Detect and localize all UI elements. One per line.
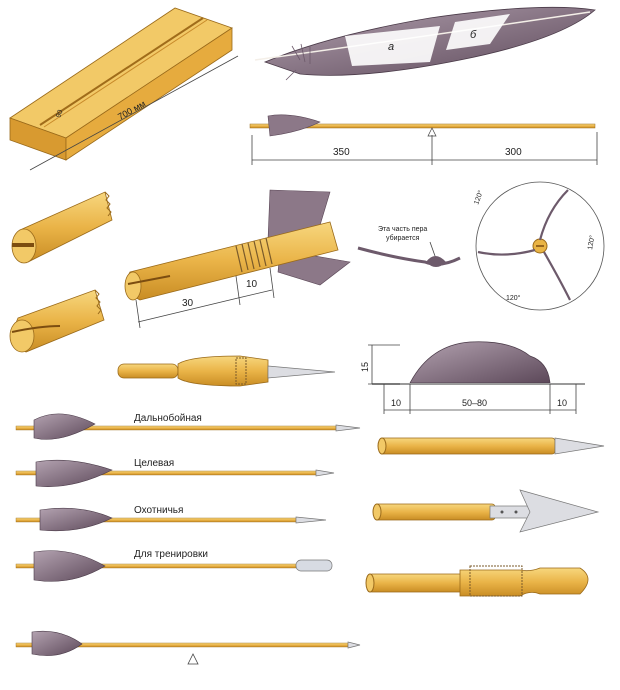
nock-closeup-2 — [9, 289, 105, 353]
shaft-with-dimensions: 350 300 — [249, 114, 598, 165]
feather-cut-detail: Эта часть пера убирается — [357, 226, 461, 267]
foreshaft-point — [117, 355, 336, 387]
cut-note-line2: убирается — [386, 234, 420, 242]
blank-slot-label: 90 — [55, 109, 64, 119]
dim-10: 10 — [246, 279, 258, 290]
vane-mid: 50–80 — [462, 398, 487, 408]
feather-illustration: а б — [254, 6, 596, 81]
arrow-training: Для тренировки — [15, 549, 333, 582]
vane-height: 15 — [360, 362, 370, 372]
nock-closeup-1 — [11, 191, 113, 264]
label-training: Для тренировки — [134, 549, 208, 560]
vane-left: 10 — [391, 398, 401, 408]
feather-label-b: б — [470, 29, 477, 41]
arrow-long-range: Дальнобойная — [15, 412, 361, 440]
point-broadhead — [372, 489, 600, 533]
arrow-hunting: Охотничья — [15, 505, 327, 532]
point-conical — [377, 437, 605, 455]
dim-300: 300 — [505, 147, 522, 158]
arrow-balance-point — [15, 630, 361, 665]
arrow-target: Целевая — [15, 458, 335, 487]
feather-label-a: а — [388, 41, 394, 53]
vane-right: 10 — [557, 398, 567, 408]
dim-350: 350 — [333, 147, 350, 158]
dim-30: 30 — [182, 298, 194, 309]
wood-blank: 700 мм 90 — [9, 7, 239, 171]
point-blunt-sleeve — [365, 565, 589, 597]
fletching-angle-diagram: 120° 120° 120° — [472, 181, 605, 311]
angle-right: 120° — [586, 235, 596, 251]
cut-note-line1: Эта часть пера — [378, 226, 427, 233]
angle-top: 120° — [472, 189, 485, 206]
vane-template: 15 10 50–80 10 — [360, 341, 585, 414]
label-target: Целевая — [134, 458, 174, 469]
angle-bottom: 120° — [506, 294, 521, 302]
label-long-range: Дальнобойная — [134, 412, 202, 424]
label-hunting: Охотничья — [134, 505, 183, 516]
fletched-nock: 30 10 — [124, 189, 351, 329]
